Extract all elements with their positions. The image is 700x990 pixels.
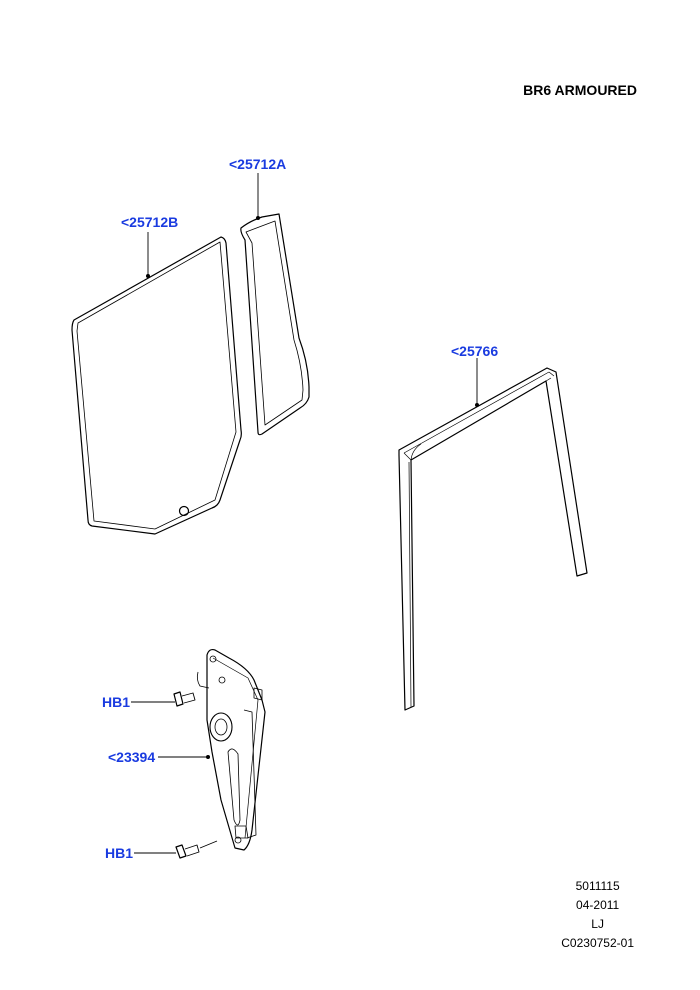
drawer-initials: LJ — [591, 917, 604, 931]
upper-bolt — [173, 691, 196, 707]
door-glass-panel — [71, 236, 242, 535]
callout-door-glass: <25712B — [121, 214, 179, 230]
leader-line-lower-bolt-target — [199, 840, 218, 849]
drawing-reference: C0230752-01 — [561, 936, 634, 950]
glass-run-channel — [398, 367, 588, 711]
drawing-date: 04-2011 — [576, 898, 620, 912]
diagram-title: BR6 ARMOURED — [523, 82, 637, 98]
quarter-glass-panel — [240, 213, 310, 436]
lower-bolt — [175, 844, 200, 859]
window-regulator — [196, 648, 266, 851]
part-number: 5011115 — [575, 879, 620, 893]
drawing-info-block: 5011115 04-2011 LJ C0230752-01 — [561, 877, 634, 953]
callout-quarter-glass: <25712A — [229, 156, 287, 172]
callout-upper-bolt: HB1 — [102, 694, 131, 710]
callout-channel: <25766 — [451, 343, 499, 359]
callout-lower-bolt: HB1 — [105, 845, 134, 861]
callout-regulator: <23394 — [108, 749, 156, 765]
